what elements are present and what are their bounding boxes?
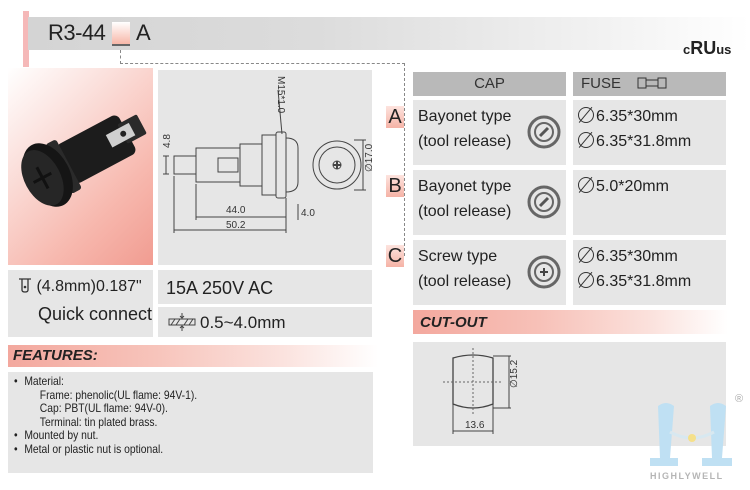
- cap-type-a: Bayonet type(tool release): [418, 108, 512, 150]
- cap-type-b: Bayonet type(tool release): [418, 178, 512, 220]
- terminal-spec-line2: Quick connect: [38, 304, 153, 324]
- dim-tab-width: 4.8: [162, 134, 173, 148]
- quick-connect-terminal-icon: [19, 278, 31, 293]
- panel-thickness-cell: [158, 307, 372, 337]
- terminal-spec-cell: [8, 270, 153, 337]
- cutout-diameter: ∅15.2: [509, 359, 520, 388]
- features-header: [8, 345, 378, 367]
- feature-subitem: Cap: PBT(UL flame: 94V-0).: [39, 401, 168, 415]
- cap-cell-b: [413, 170, 566, 235]
- dim-thread: M15*1.0: [275, 76, 286, 114]
- fuse-cell-b: [573, 170, 726, 235]
- cutout-width: 13.6: [465, 420, 485, 431]
- cap-cell-a: [413, 100, 566, 165]
- feature-subitem: Terminal: tin plated brass.: [39, 414, 158, 429]
- cutout-title: CUT-OUT: [420, 314, 487, 331]
- product-photo: [8, 68, 153, 265]
- terminal-spec-line1: (4.8mm)0.187": [18, 277, 142, 296]
- option-letter-b: B: [386, 175, 404, 197]
- feature-item: Material:: [14, 374, 375, 389]
- cutout-header: [413, 310, 728, 334]
- electrical-rating: 15A 250V AC: [166, 278, 274, 298]
- diameter-icon: [578, 177, 594, 193]
- feature-item: Mounted by nut.: [14, 428, 375, 443]
- diameter-icon: [578, 107, 594, 123]
- dim-diameter: ∅17.0: [364, 143, 372, 172]
- screw-cap-icon: [527, 255, 561, 289]
- bayonet-cap-icon: [527, 185, 561, 219]
- cap-column-header: CAP: [413, 72, 566, 96]
- fuse-cell-c: [573, 240, 726, 305]
- features-title: FEATURES:: [13, 347, 98, 364]
- diameter-icon: [578, 272, 594, 288]
- dim-panel-thickness: 4.0: [301, 208, 315, 219]
- fuse-holder-image: [21, 114, 147, 207]
- title-accent-bar: [23, 11, 29, 67]
- cutout-drawing: ∅15.2 13.6: [443, 348, 520, 434]
- dim-total-length: 50.2: [226, 220, 246, 231]
- panel-thickness-icon: [168, 313, 196, 331]
- features-panel: [8, 372, 373, 473]
- bayonet-cap-icon: [527, 115, 561, 149]
- option-connector-line-vertical: [404, 63, 405, 256]
- model-prefix: R3-44: [48, 20, 106, 45]
- rear-terminal: [173, 155, 197, 175]
- model-suffix: A: [136, 20, 151, 45]
- option-connector-line: [120, 50, 405, 64]
- fuse-sizes-b: 5.0*20mm: [578, 174, 669, 199]
- brand-name: HIGHLYWELL: [650, 471, 724, 481]
- feature-subitem: Frame: phenolic(UL flame: 94V-1).: [39, 387, 198, 402]
- option-letter-c: C: [386, 245, 404, 267]
- cutout-panel: ∅15.2 13.6: [413, 342, 726, 446]
- dim-body-length: 44.0: [226, 205, 246, 216]
- cul-us-certification-mark: cRUus: [683, 38, 732, 58]
- option-letter-a: A: [386, 106, 404, 128]
- features-list: Material: Frame: phenolic(UL flame: 94V-…: [14, 374, 375, 457]
- cap-type-c: Screw type(tool release): [418, 248, 512, 290]
- model-option-placeholder: [112, 22, 130, 46]
- registered-mark: ®: [735, 393, 744, 405]
- feature-item: Metal or plastic nut is optional.: [14, 442, 375, 457]
- title-bar: [28, 17, 750, 50]
- fuse-column-header: FUSE: [573, 72, 726, 96]
- rating-cell: [158, 270, 372, 304]
- diameter-icon: [578, 247, 594, 263]
- highlywell-logo: [650, 403, 732, 466]
- dimension-drawing: 4.8 44.0 50.2 4.0 M15*1.0 ∅17.0: [158, 70, 375, 265]
- diameter-icon: [578, 132, 594, 148]
- fuse-icon: [637, 77, 667, 89]
- fuse-cell-a: [573, 100, 726, 165]
- panel-thickness-range: 0.5~4.0mm: [200, 313, 286, 332]
